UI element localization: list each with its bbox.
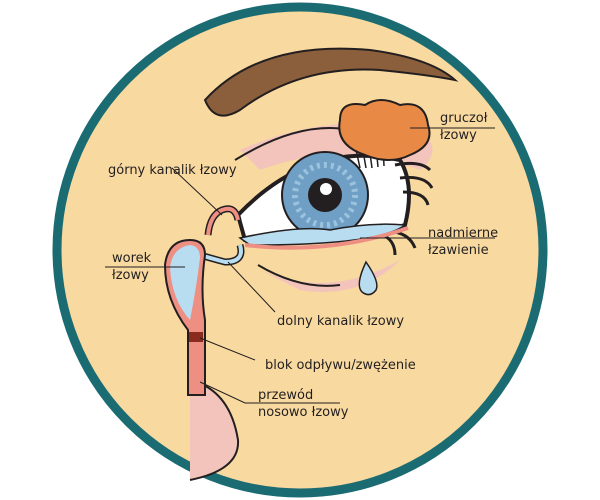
lower-lid-shadow xyxy=(260,260,400,292)
tear-film xyxy=(238,223,407,246)
label-line: nadmierne xyxy=(428,226,499,241)
label-lacrimal-gland: gruczoł łzowy xyxy=(440,110,487,144)
drainage-system xyxy=(163,205,245,396)
label-line: łzawienie xyxy=(428,243,489,258)
label-excess-tearing: nadmierne łzawienie xyxy=(428,225,498,259)
tear-drop xyxy=(358,260,378,296)
nose-shape xyxy=(189,379,240,481)
label-line: worek xyxy=(112,251,152,266)
lacrimal-gland xyxy=(338,99,431,169)
label-nasolacrimal-duct: przewód nosowo łzowy xyxy=(258,387,348,421)
pupil-highlight xyxy=(320,183,332,195)
blockage-marker xyxy=(189,332,203,342)
label-line: przewód xyxy=(258,388,314,403)
label-blockage: blok odpływu/zwężenie xyxy=(265,358,416,373)
label-line: gruczoł xyxy=(440,111,488,126)
label-lacrimal-sac: worek łzowy xyxy=(112,250,151,284)
eyebrow xyxy=(203,47,459,117)
label-line: łzowy xyxy=(440,128,477,143)
label-line: nosowo łzowy xyxy=(258,405,349,420)
label-upper-canaliculus: górny kanalik łzowy xyxy=(108,163,237,178)
label-line: łzowy xyxy=(112,268,149,283)
lower-crease xyxy=(257,264,341,287)
iris-pattern xyxy=(292,162,358,228)
label-lower-canaliculus: dolny kanalik łzowy xyxy=(277,314,405,329)
pupil xyxy=(308,178,342,212)
leader-lines xyxy=(105,127,495,404)
lower-lid-margin xyxy=(244,226,409,250)
